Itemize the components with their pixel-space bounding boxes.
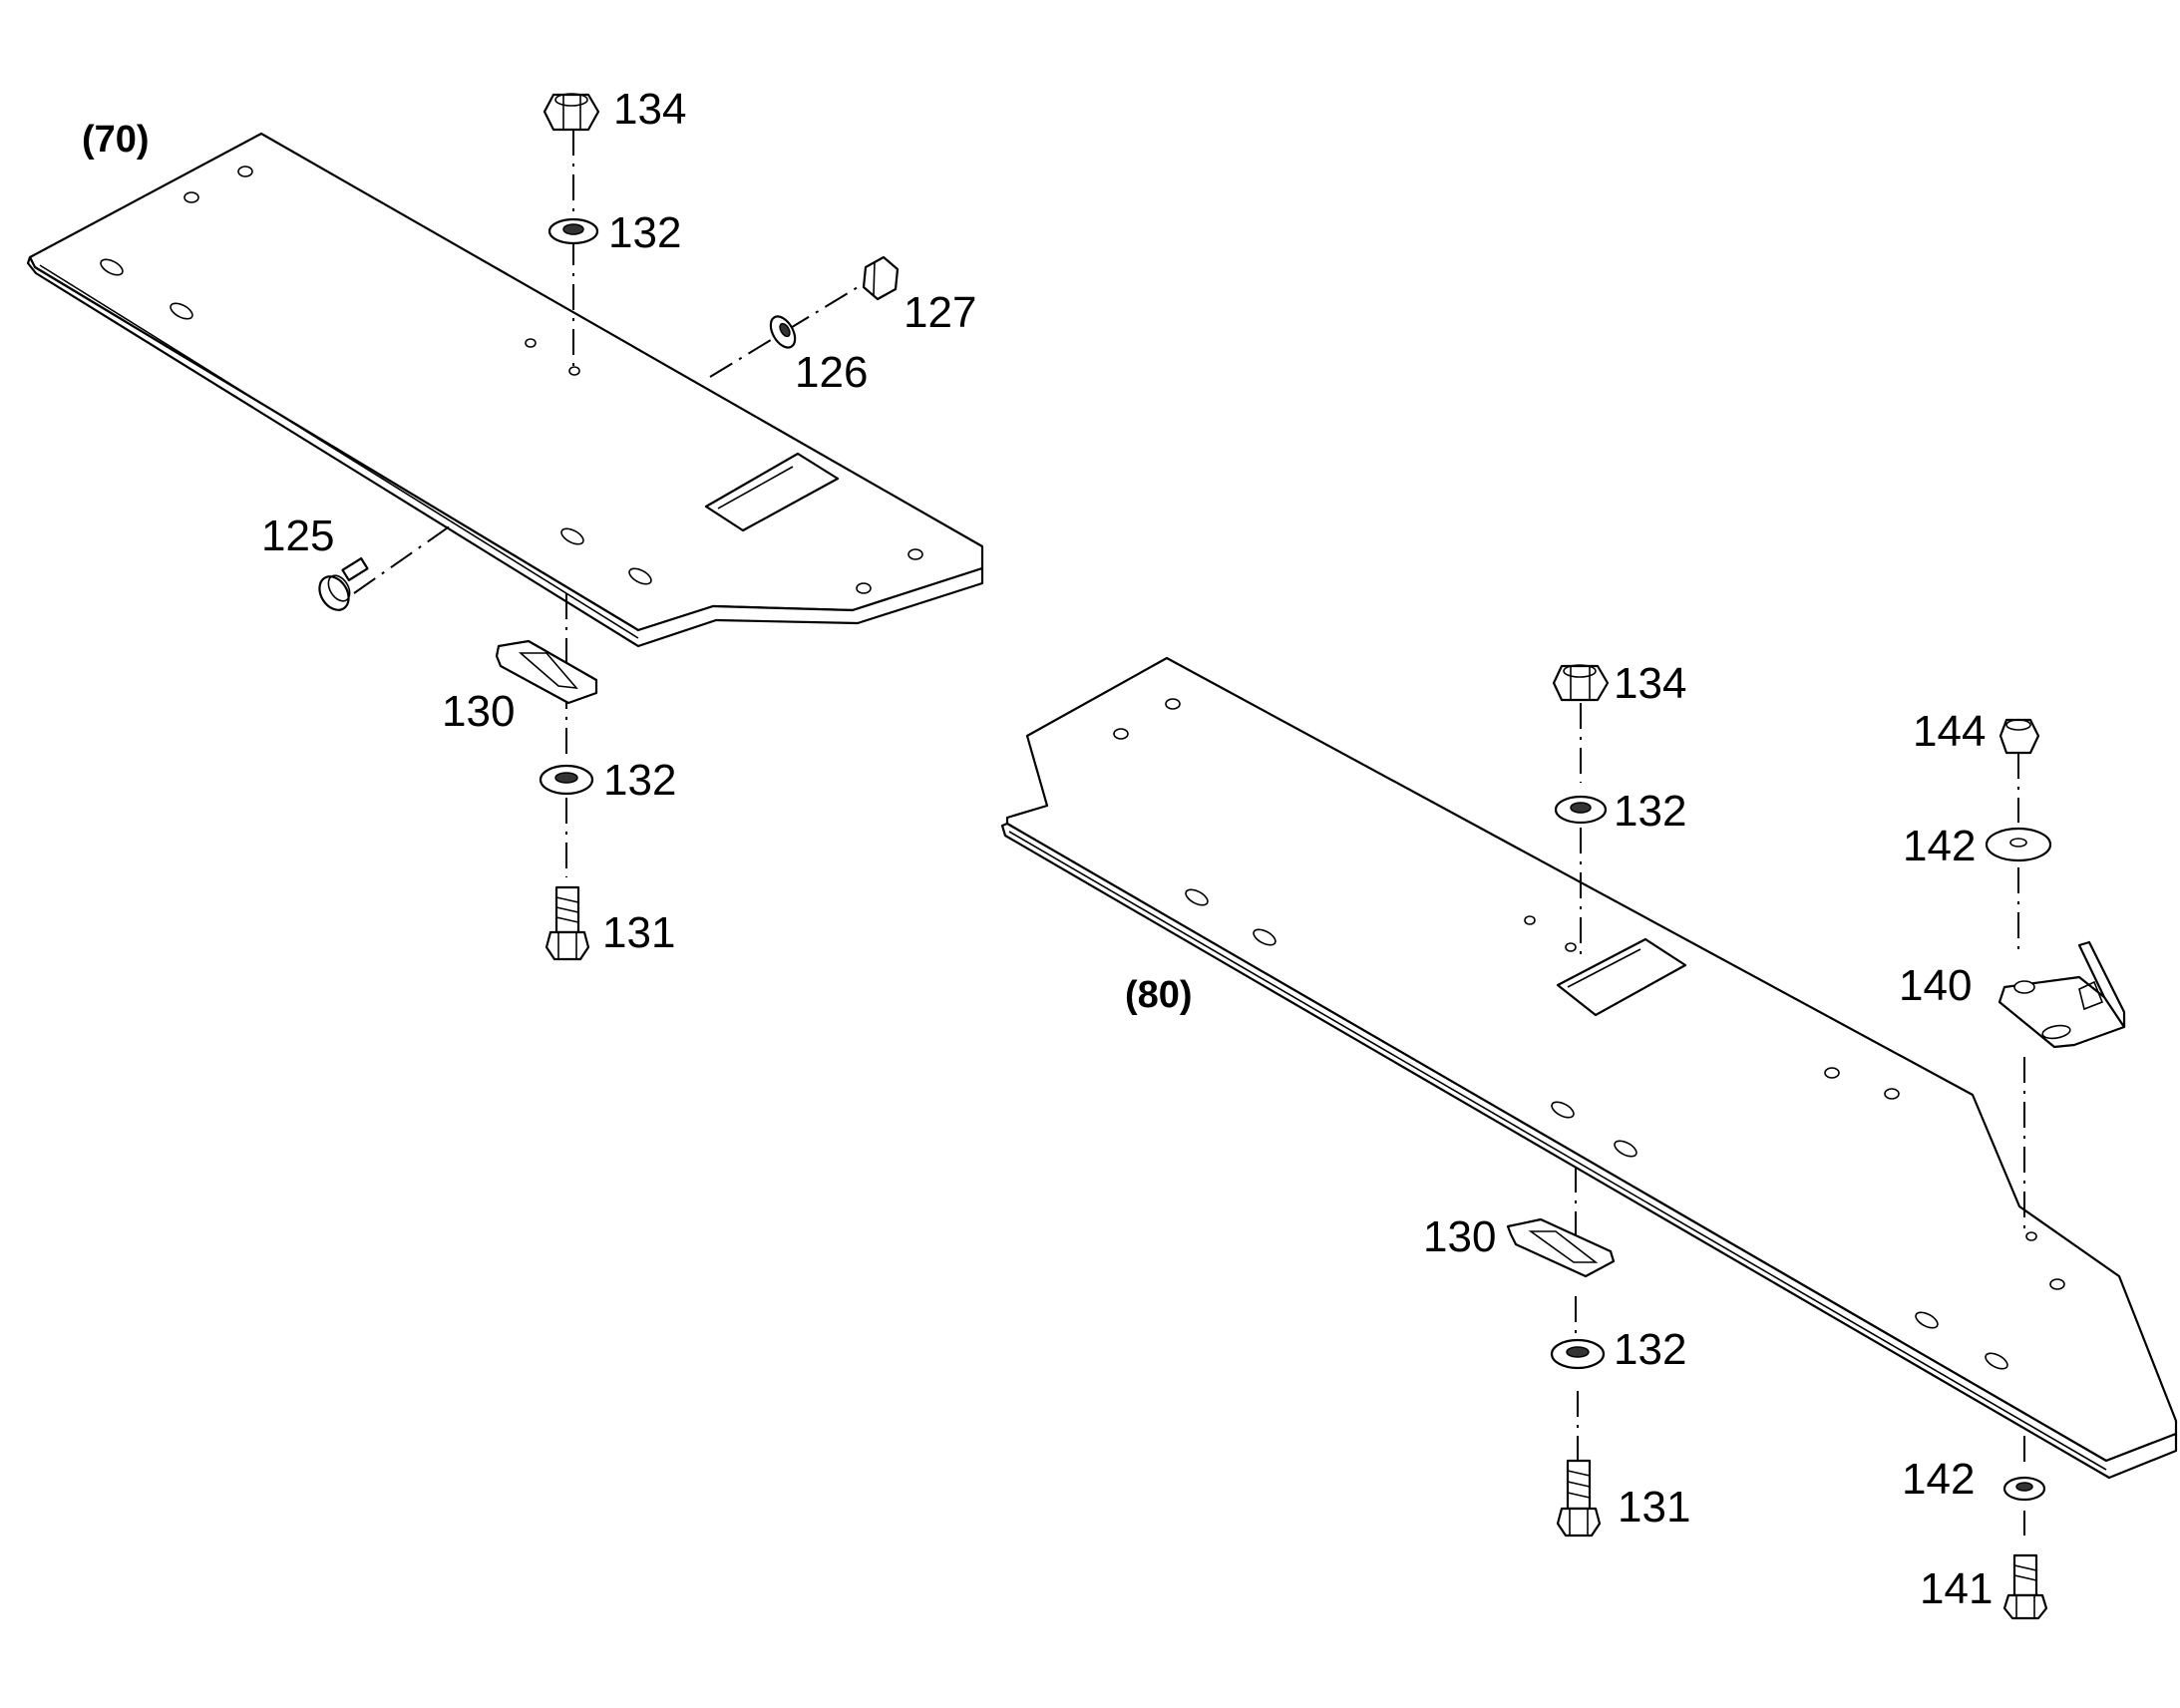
nut-134-70[interactable]	[543, 93, 600, 132]
washer-142-top[interactable]	[1985, 827, 2052, 862]
plate-80-cutout	[1556, 937, 1687, 1017]
callout-142-top: 142	[1903, 822, 1976, 870]
bolt-131-70[interactable]	[545, 885, 590, 961]
plate-80-flange	[1000, 822, 2178, 1480]
bolt-131-80[interactable]	[1556, 1459, 1602, 1537]
callout-142-bottom: 142	[1902, 1455, 1975, 1504]
callout-141: 141	[1920, 1564, 1993, 1613]
callout-125: 125	[261, 512, 334, 560]
callout-132-70-top: 132	[608, 208, 681, 257]
callout-144: 144	[1913, 707, 1986, 756]
callout-134-70: 134	[613, 85, 686, 134]
assembly-70-label: (70)	[82, 119, 150, 161]
plate-70-flange	[26, 255, 984, 648]
callout-134-80: 134	[1614, 659, 1686, 708]
callout-130-80: 130	[1423, 1212, 1496, 1261]
callout-132-80-bottom: 132	[1614, 1325, 1686, 1374]
washer-142-bottom[interactable]	[2002, 1476, 2046, 1502]
bracket-140[interactable]	[1998, 940, 2126, 1049]
nut-127[interactable]	[862, 255, 900, 301]
assembly-80: (80)	[1000, 656, 2178, 1620]
knob-screw-125[interactable]	[313, 556, 369, 615]
shim-130-70[interactable]	[495, 639, 598, 705]
washer-126[interactable]	[766, 312, 800, 351]
callout-131-80: 131	[1618, 1483, 1690, 1532]
callout-132-80-top: 132	[1614, 787, 1686, 836]
plate-80-holes	[1113, 698, 2065, 1370]
nut-144[interactable]	[1998, 718, 2040, 755]
callout-126: 126	[795, 348, 868, 397]
callout-130-70: 130	[442, 687, 515, 736]
washer-132-80-top[interactable]	[1554, 795, 1608, 825]
assembly-70: (70)	[26, 85, 984, 961]
callout-140: 140	[1899, 961, 1972, 1010]
washer-132-80-bottom[interactable]	[1550, 1338, 1606, 1370]
plate-70-holes	[100, 166, 923, 594]
callout-131-70: 131	[602, 908, 675, 957]
plate-80[interactable]	[1005, 656, 2178, 1463]
washer-132-70-top[interactable]	[547, 217, 599, 245]
nut-134-80[interactable]	[1552, 664, 1610, 702]
callout-127: 127	[904, 288, 976, 337]
callout-132-70-bottom: 132	[603, 756, 676, 805]
shim-130-80[interactable]	[1506, 1217, 1616, 1278]
washer-132-70-bottom[interactable]	[539, 764, 594, 796]
plate-70-cutout	[704, 452, 840, 532]
bolt-141[interactable]	[2002, 1553, 2048, 1620]
assembly-80-label: (80)	[1125, 974, 1193, 1016]
